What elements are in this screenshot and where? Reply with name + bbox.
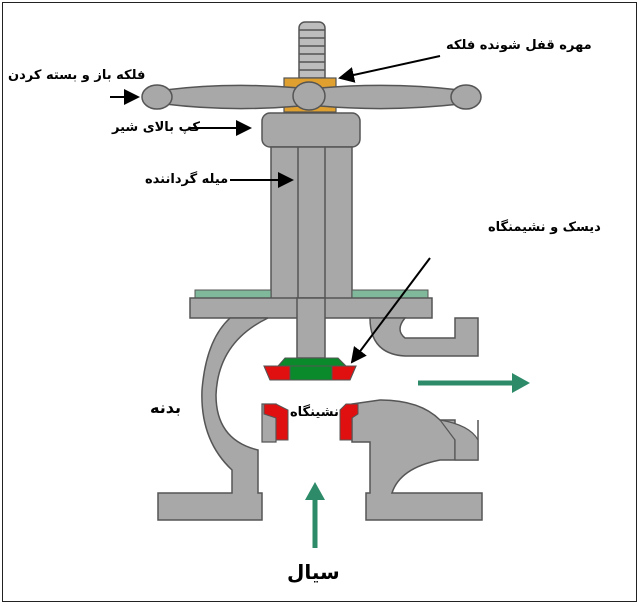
flow-in-arrow — [305, 482, 325, 548]
bonnet-cap — [261, 112, 361, 148]
seat-right — [339, 403, 359, 441]
label-fluid: سیال — [287, 560, 340, 584]
body-right-upper — [369, 317, 479, 357]
body-left — [157, 317, 269, 521]
body-right-inner — [438, 419, 479, 461]
label-stem: میله گرداننده — [145, 172, 229, 187]
handwheel[interactable] — [141, 81, 482, 111]
stem-rod — [296, 297, 326, 359]
seat-left — [263, 403, 289, 441]
stem-housing — [270, 146, 353, 300]
label-body: بدنه — [150, 398, 181, 417]
gasket-right — [351, 289, 429, 299]
flow-out-arrow — [418, 373, 530, 393]
gasket-left — [194, 289, 272, 299]
leader-disc-seat — [350, 257, 431, 364]
label-handwheel: فلکه باز و بسته کردن — [8, 68, 146, 83]
label-lock-nut: مهره قفل شونده فلکه — [446, 38, 592, 53]
label-seat: نشینگاه — [290, 405, 339, 420]
label-disc-seat: دیسک و نشیمنگاه — [488, 220, 601, 235]
disc — [263, 357, 357, 381]
label-bonnet: کپ بالای شیر — [112, 120, 200, 135]
leader-lock-nut — [338, 55, 441, 83]
threaded-spindle — [298, 21, 326, 85]
